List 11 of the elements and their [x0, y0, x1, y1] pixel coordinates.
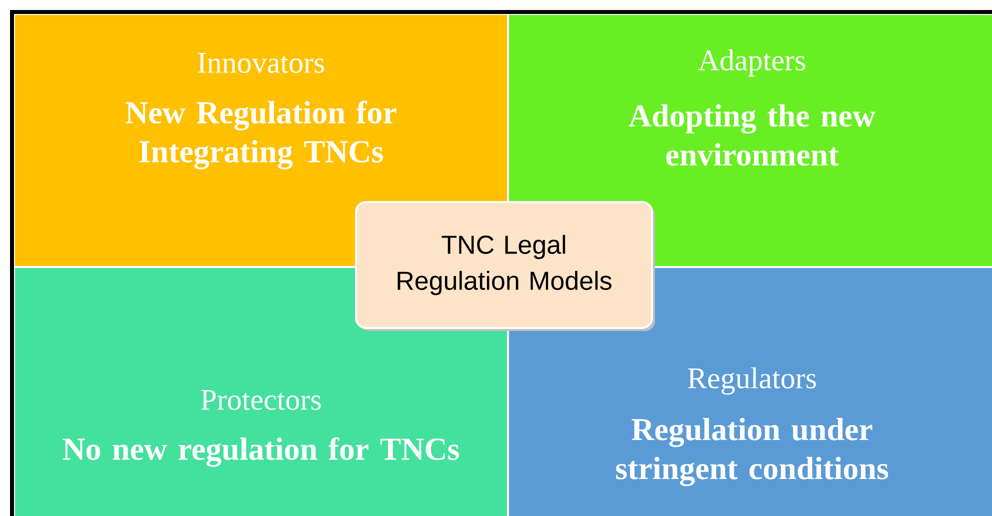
panel-text: No new regulation for TNCs: [62, 437, 460, 467]
center-label: TNC Legal Regulation Models: [398, 234, 612, 296]
panel-text: Adopting the new environment: [628, 104, 876, 166]
panel-heading: Regulators: [688, 367, 816, 395]
center-box: [355, 201, 655, 331]
panel-heading: Protectors: [201, 390, 321, 410]
panel-text: Regulation under stringent conditions: [616, 418, 888, 486]
panel-text: New Regulation for Integrating TNCs: [126, 100, 396, 170]
quadrant-panel: [15, 15, 507, 266]
panel-heading: Innovators: [198, 53, 324, 73]
panel-heading: Adapters: [698, 49, 806, 77]
